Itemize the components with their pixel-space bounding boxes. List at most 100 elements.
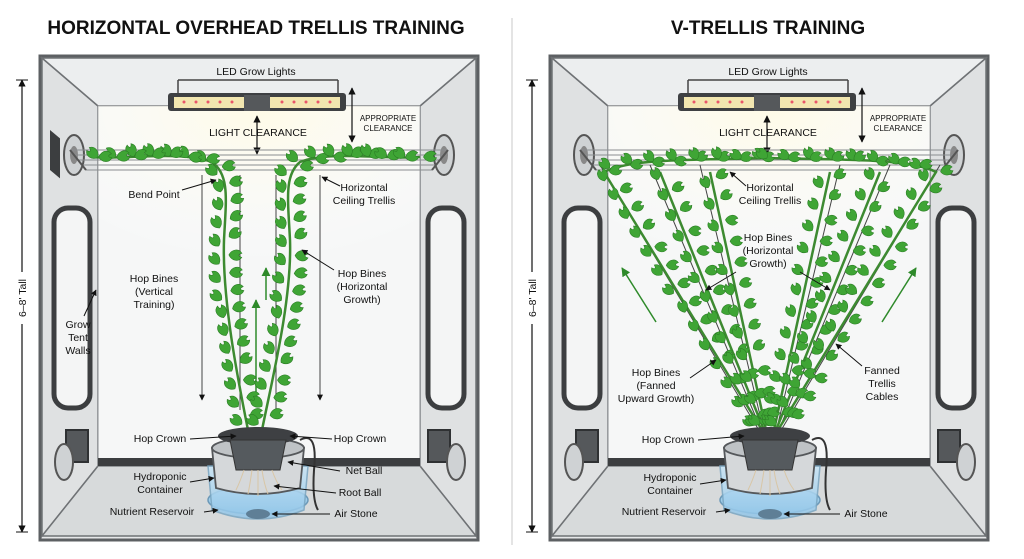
hop-leaf-icon [748,318,761,330]
hop-leaf-icon [284,335,298,347]
hop-leaf-icon [219,340,231,354]
hop-leaf-icon [777,149,790,161]
hop-leaf-icon [769,370,781,382]
hop-leaf-icon [212,196,224,211]
hop-leaf-icon [642,218,655,230]
hop-leaf-icon [665,208,676,221]
hop-leaf-icon [871,277,886,289]
hop-leaf-icon [232,301,246,313]
hop-leaf-icon [819,235,833,247]
hop-leaf-icon [828,304,841,315]
label-hop-bines: Hop Bines [744,232,792,244]
hop-leaf-icon [813,337,824,351]
hop-leaf-icon [287,318,301,330]
right-window-left [561,205,603,411]
hop-leaf-icon [239,352,253,364]
hop-leaf-icon [797,330,808,344]
hop-leaf-icon [293,210,307,222]
right-bine-stem [772,171,832,431]
hop-leaf-icon [221,359,234,372]
hop-leaf-icon [322,143,335,157]
hop-leaf-icon [715,168,729,180]
hop-leaf-icon [274,164,287,177]
hop-leaf-icon [98,150,113,162]
hop-leaf-icon [897,156,911,168]
hop-leaf-icon [877,181,891,193]
label-hop-bines: Hop Bines [130,273,178,285]
label-container: Container [137,484,183,496]
hop-leaf-icon [869,201,882,212]
hop-leaf-icon [711,241,724,254]
label-air-stone: Air Stone [334,508,377,520]
hop-leaf-icon [654,241,668,253]
hop-leaf-icon [722,351,734,364]
hop-leaf-icon [242,374,257,386]
hop-leaf-icon [728,304,739,317]
label-led-grow-lights: LED Grow Lights [216,66,295,78]
label-appropriate: APPROPRIATE [870,114,926,123]
hop-leaf-icon [269,408,284,420]
label-horizontal-growth: (Horizontal [743,245,794,257]
right-window-right [935,205,977,411]
label-hydroponic: Hydroponic [133,471,186,483]
hop-leaf-icon [289,301,304,313]
label-bend-point: Bend Point [128,189,179,201]
hop-leaf-icon [224,377,236,390]
hop-leaf-icon [134,149,149,161]
hop-leaf-icon [208,270,221,283]
hop-leaf-icon [598,157,611,169]
label-horizontal-growth: (Horizontal [337,281,388,293]
label-height: 6–8' Tall [527,279,539,317]
hop-leaf-icon [229,266,244,278]
hop-leaf-icon [210,215,222,229]
label-clearance: CLEARANCE [874,124,923,133]
left-panel: HORIZONTAL OVERHEAD TRELLIS TRAINING [14,18,480,542]
hop-leaf-icon [228,227,242,239]
hop-leaf-icon [736,348,748,361]
hop-leaf-icon [680,201,693,212]
hop-leaf-icon [152,147,166,159]
left-window-left [51,205,93,411]
label-hop-bines: Hop Bines [632,367,680,379]
hop-leaf-icon [712,284,727,296]
hop-leaf-icon [833,168,847,180]
hop-leaf-icon [779,326,791,339]
hop-leaf-icon [304,145,316,158]
hop-leaf-icon [729,235,743,247]
label-appropriate: APPROPRIATE [360,114,416,123]
hop-leaf-icon [698,337,710,351]
fan-icon [54,443,74,481]
hop-leaf-icon [787,151,801,163]
hop-leaf-icon [643,150,655,162]
hop-leaf-icon [831,150,845,162]
hop-leaf-icon [863,167,875,180]
hop-leaf-icon [729,372,742,385]
right-title: V-TRELLIS TRAINING [671,18,865,39]
hop-leaf-icon [893,206,905,219]
label-height: 6–8' Tall [17,279,29,317]
hop-leaf-icon [732,326,743,339]
hop-leaf-icon [274,197,287,211]
label-hydroponic: Hydroponic [643,472,696,484]
hop-leaf-icon [275,215,287,229]
hop-leaf-icon [221,160,236,172]
hop-leaf-icon [724,282,735,296]
hop-leaf-icon [753,339,765,351]
hop-leaf-icon [609,164,623,176]
hop-leaf-icon [657,187,669,201]
hop-leaf-icon [230,284,245,296]
hop-leaf-icon [351,146,365,158]
hop-leaf-icon [824,214,838,226]
hop-leaf-icon [807,197,819,210]
hop-leaf-icon [597,168,608,182]
hop-leaf-icon [229,175,243,187]
label-hop-crown-left: Hop Crown [134,433,187,445]
hop-leaf-icon [802,219,814,232]
hop-leaf-icon [707,310,719,323]
hop-leaf-icon [860,295,874,307]
hop-leaf-icon [688,225,702,237]
hop-leaf-icon [854,187,866,201]
hop-leaf-icon [209,289,223,302]
hop-leaf-icon [228,249,243,261]
hop-leaf-icon [711,146,722,160]
